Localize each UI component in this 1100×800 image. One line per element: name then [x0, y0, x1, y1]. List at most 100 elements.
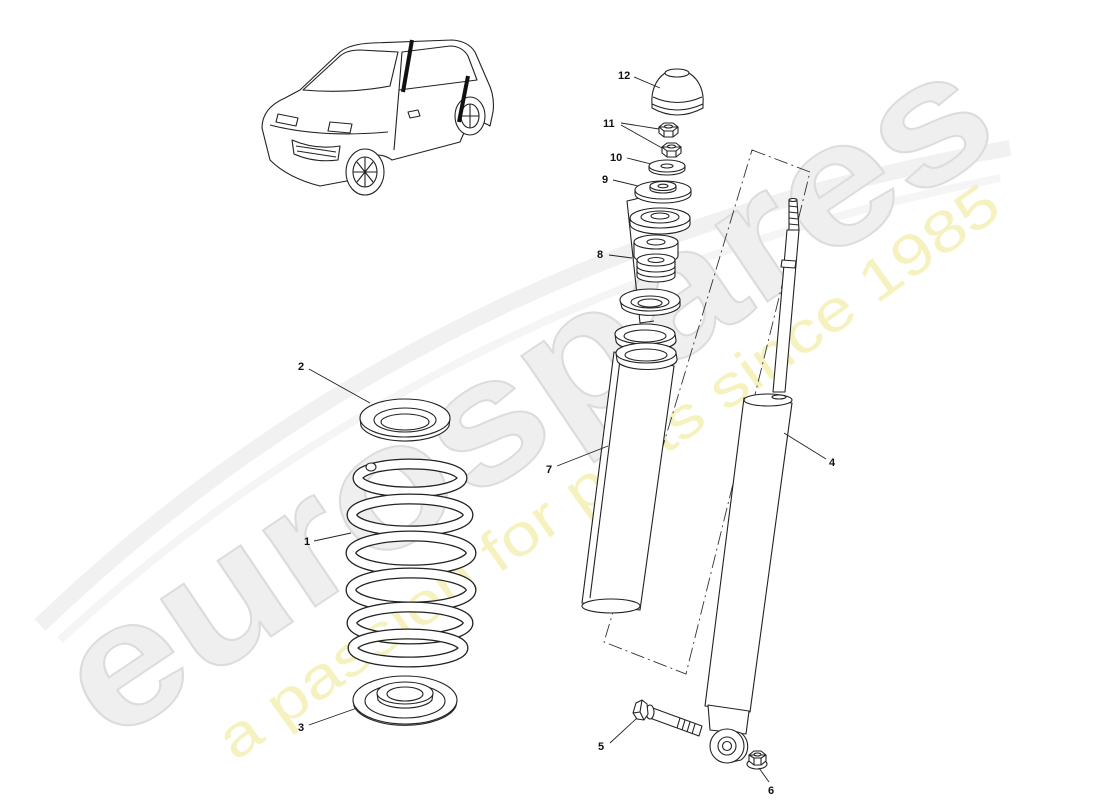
part-7-dust-boot-shape — [589, 359, 621, 599]
part-3-lower-spring-seat — [352, 675, 458, 726]
leader-12 — [633, 76, 661, 89]
part-12-bump-stop — [651, 68, 704, 116]
leader-6 — [758, 767, 770, 783]
vehicle-locator-sketch-shape — [461, 104, 479, 128]
part-4-shock-absorber-shape — [772, 229, 800, 393]
part-4-shock-absorber — [704, 197, 800, 764]
vehicle-locator-sketch-shape — [269, 124, 389, 135]
assembly-outline — [603, 149, 811, 675]
part-8-mount-assembly-shape — [637, 298, 663, 308]
boot-top-rings-shape — [623, 329, 667, 343]
part-4-shock-absorber-shape — [707, 704, 750, 735]
part-6-nut — [746, 750, 768, 770]
leader-1 — [313, 532, 352, 542]
label-7: 7 — [546, 464, 552, 476]
part-11-nuts-shape — [663, 131, 674, 137]
boot-top-rings-shape — [624, 348, 668, 362]
part-7-dust-boot-shape — [581, 598, 641, 614]
boot-top-rings-shape — [615, 342, 677, 364]
part-5-bolt — [632, 699, 703, 737]
label-9: 9 — [602, 174, 608, 186]
label-2: 2 — [298, 361, 304, 373]
part-1-coil-spring — [345, 458, 477, 668]
vehicle-locator-sketch-shape — [407, 109, 421, 119]
watermark-swoosh-inner — [57, 174, 1001, 643]
part-11-nuts — [658, 122, 682, 158]
leader-11-lower — [620, 124, 663, 149]
part-4-shock-absorber-shape — [704, 397, 793, 713]
part-2-upper-spring-seat-shape — [380, 413, 430, 431]
part-9-mount-plate — [634, 180, 692, 204]
part-11-nuts-shape — [663, 124, 674, 129]
label-1: 1 — [304, 536, 310, 548]
part-1-coil-spring-shape — [353, 459, 467, 497]
watermark: eurospares a passion for parts since 198… — [21, 10, 1027, 778]
part-10-washer — [648, 159, 686, 176]
part-4-shock-absorber-shape — [788, 199, 800, 231]
part-12-bump-stop-shape — [651, 72, 704, 116]
label-4: 4 — [829, 457, 836, 469]
vehicle-locator-sketch-shape — [353, 157, 377, 187]
locator-front-shock-marker — [401, 39, 414, 93]
part-12-bump-stop-shape — [664, 68, 690, 78]
part-10-washer-shape — [660, 163, 674, 169]
callout-labels: 12 11 10 9 8 2 7 4 1 3 5 6 — [298, 70, 836, 797]
leader-11-upper — [620, 122, 660, 130]
part-1-coil-spring-shape — [348, 629, 468, 667]
label-6: 6 — [768, 785, 774, 797]
part-6-nut-shape — [753, 752, 762, 757]
part-4-shock-absorber-shape — [780, 259, 797, 269]
part-6-nut-shape — [753, 758, 762, 765]
label-8: 8 — [597, 249, 603, 261]
label-5: 5 — [598, 741, 604, 753]
label-3: 3 — [298, 722, 304, 734]
part-8-mount-assembly-shape — [646, 238, 666, 246]
locator-rear-shock-marker — [457, 75, 470, 123]
leader-2 — [308, 368, 371, 404]
part-7-dust-boot — [581, 351, 675, 614]
part-3-lower-spring-seat-shape — [386, 686, 424, 702]
part-8-mount-assembly-shape — [626, 196, 655, 324]
part-5-bolt-shape — [676, 717, 696, 735]
leader-3 — [308, 707, 358, 726]
vehicle-locator-sketch-shape — [398, 45, 478, 91]
part-8-mount-assembly-shape — [636, 265, 676, 278]
part-8-mount-assembly-shape — [630, 295, 670, 309]
part-4-shock-absorber-shape — [788, 197, 798, 203]
part-5-bolt-shape — [632, 699, 645, 721]
leader-lines — [308, 76, 827, 783]
vehicle-locator-sketch-shape — [275, 113, 299, 127]
label-12: 12 — [618, 70, 630, 82]
part-12-bump-stop-shape — [652, 96, 703, 104]
vehicle-locator-sketch-shape — [393, 89, 400, 151]
leader-9 — [612, 179, 639, 187]
leader-4 — [783, 432, 827, 460]
boot-top-rings — [614, 323, 678, 371]
part-1-coil-spring-shape — [365, 462, 377, 472]
watermark-brand: eurospares — [22, 11, 1026, 777]
part-8-mount-assembly-shape — [640, 210, 680, 224]
part-9-mount-plate-shape — [657, 183, 669, 189]
vehicle-locator-sketch-shape — [302, 49, 399, 92]
part-4-shock-absorber-shape — [788, 205, 800, 226]
part-8-mount-assembly-shape — [650, 212, 670, 220]
part-5-bolt-shape — [646, 706, 703, 737]
watermark-swoosh — [34, 140, 1012, 631]
label-10: 10 — [610, 152, 622, 164]
part-4-shock-absorber-shape — [771, 394, 787, 400]
vehicle-locator-sketch-shape — [295, 145, 337, 158]
leader-10 — [626, 157, 652, 165]
part-11-nuts-shape — [666, 144, 677, 149]
label-11: 11 — [603, 118, 615, 130]
part-8-mount-assembly-shape — [647, 256, 665, 264]
part-12-bump-stop-shape — [651, 103, 704, 111]
part-2-upper-spring-seat — [359, 398, 451, 442]
part-4-shock-absorber-shape — [721, 740, 733, 752]
part-2-upper-spring-seat-shape — [373, 407, 437, 433]
leader-5 — [609, 717, 638, 744]
boot-top-rings-shape — [614, 323, 676, 345]
vehicle-locator-sketch-shape — [327, 121, 353, 134]
leader-8 — [608, 254, 633, 259]
leader-7 — [556, 445, 609, 467]
